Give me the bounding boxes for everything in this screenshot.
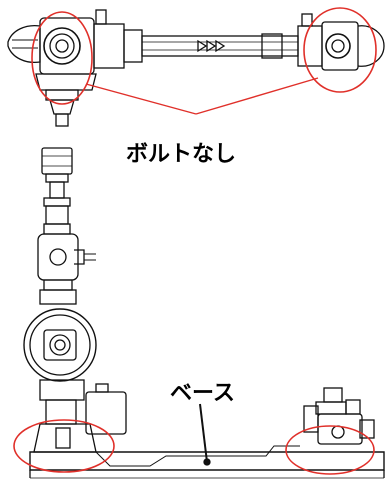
label-no-bolt: ボルトなし: [126, 142, 237, 167]
arrow-marker-icon: [197, 39, 226, 53]
side-view-assembly: [23, 147, 385, 479]
callout-line-base: [199, 403, 211, 466]
highlight-right-bottom: [285, 425, 375, 475]
top-view-assembly: [7, 9, 385, 127]
highlight-left-top: [31, 11, 93, 105]
label-base: ベース: [170, 381, 235, 406]
callout-lines-no-bolt: [85, 77, 319, 115]
highlight-right-top: [303, 7, 377, 93]
highlight-left-bottom: [13, 419, 115, 473]
highlight-circles: [13, 7, 377, 475]
